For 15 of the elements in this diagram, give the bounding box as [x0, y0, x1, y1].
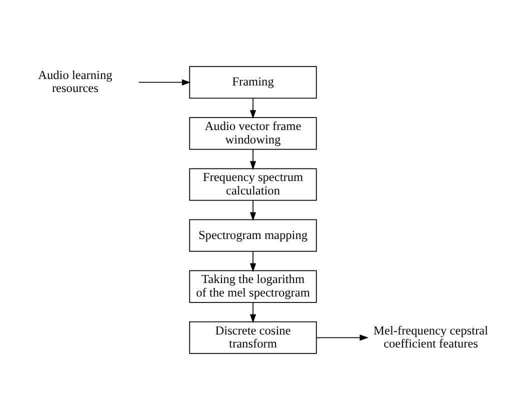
arrow [250, 302, 256, 324]
arrow [250, 98, 256, 119]
node-box: Framing [189, 66, 317, 99]
arrow [138, 79, 191, 86]
node-box: Taking the logarithm of the mel spectrogram [189, 270, 317, 303]
arrow [316, 334, 369, 341]
node-box: Audio vector frame windowing [189, 117, 317, 150]
node-box: Spectrogram mapping [189, 219, 317, 252]
node-box: Discrete cosine transform [189, 321, 317, 354]
arrow [250, 200, 256, 222]
arrow [250, 148, 256, 170]
node-text: Audio learning resources [38, 68, 112, 96]
node-box: Frequency spectrum calculation [189, 168, 317, 201]
arrow [250, 251, 256, 272]
node-text: Mel-frequency cepstral coefficient features [374, 323, 488, 350]
